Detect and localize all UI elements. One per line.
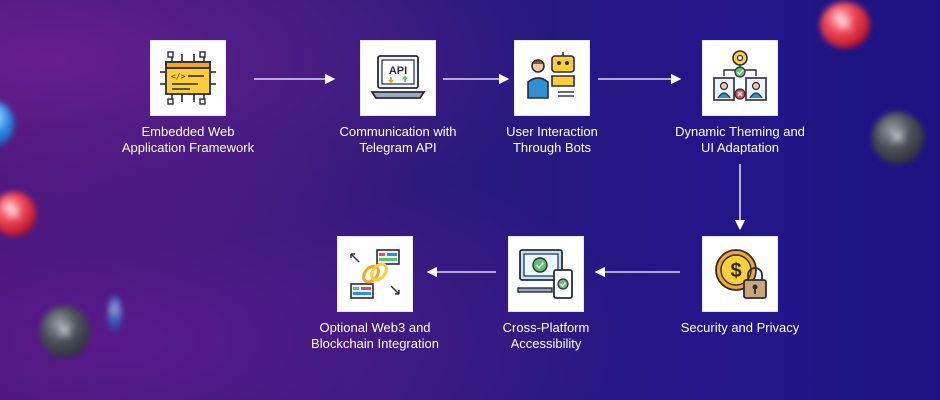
secure-coin-lock-icon: $ xyxy=(715,249,767,299)
step-label-line1: Optional Web3 and xyxy=(319,320,431,335)
step-icon-box xyxy=(514,40,590,116)
step-label: Dynamic Theming and UI Adaptation xyxy=(660,124,820,156)
step-label: User Interaction Through Bots xyxy=(482,124,622,156)
step-label-line2: Through Bots xyxy=(512,140,592,155)
step-label-line1: Embedded Web xyxy=(141,124,235,139)
step-icon-box: API xyxy=(360,40,436,116)
step-icon-box: $ xyxy=(702,236,778,312)
step-label-line1: Dynamic Theming and xyxy=(675,124,805,139)
step-dynamic-theming: Dynamic Theming and UI Adaptation xyxy=(660,40,820,156)
red-coin-decor-top-right: ✕ xyxy=(820,2,870,48)
blockchain-link-icon xyxy=(350,249,400,299)
step-label-line1: Security and Privacy xyxy=(680,320,800,335)
step-telegram-api: API Communication with Telegram API xyxy=(328,40,468,156)
step-label: Security and Privacy xyxy=(660,320,820,336)
blue-coin-sliver-decor xyxy=(108,296,122,332)
step-cross-platform: Cross-Platform Accessibility xyxy=(476,236,616,352)
blue-coin-decor-left xyxy=(0,102,14,146)
step-web3-blockchain: Optional Web3 and Blockchain Integration xyxy=(300,236,450,352)
dark-coin-decor-bottom-left: ✕ xyxy=(40,306,90,358)
step-label-line1: Cross-Platform xyxy=(502,320,590,335)
red-coin-decor-left: ✕ xyxy=(0,192,36,236)
dark-coin-decor-right: ✕ xyxy=(872,112,924,164)
step-label: Cross-Platform Accessibility xyxy=(476,320,616,352)
theme-settings-icon xyxy=(713,50,767,101)
step-icon-box xyxy=(508,236,584,312)
step-label-line1: Communication with xyxy=(339,124,457,139)
code-window-icon: </> xyxy=(160,51,216,105)
step-label-line2: Accessibility xyxy=(510,336,582,351)
step-label: Embedded Web Application Framework xyxy=(118,124,258,156)
svg-text:$: $ xyxy=(730,260,741,282)
svg-text:API: API xyxy=(389,65,407,77)
user-bot-icon xyxy=(527,52,575,99)
step-label-line1: User Interaction xyxy=(506,124,598,139)
step-user-interaction-bots: User Interaction Through Bots xyxy=(482,40,622,156)
step-icon-box xyxy=(702,40,778,116)
step-label: Communication with Telegram API xyxy=(328,124,468,156)
step-icon-box xyxy=(337,236,413,312)
step-label-line2: UI Adaptation xyxy=(700,140,780,155)
step-security-privacy: $ Security and Privacy xyxy=(660,236,820,336)
step-icon-box: </> xyxy=(150,40,226,116)
step-label: Optional Web3 and Blockchain Integration xyxy=(300,320,450,352)
step-label-line2: Blockchain Integration xyxy=(311,336,439,351)
api-laptop-icon: API xyxy=(370,55,426,99)
step-label-line2: Telegram API xyxy=(359,140,437,155)
svg-text:</>: </> xyxy=(171,72,186,81)
devices-check-icon xyxy=(517,249,573,299)
step-embedded-web-framework: </> Embedded Web Application Framework xyxy=(118,40,258,156)
step-label-line2: Application Framework xyxy=(121,140,255,155)
